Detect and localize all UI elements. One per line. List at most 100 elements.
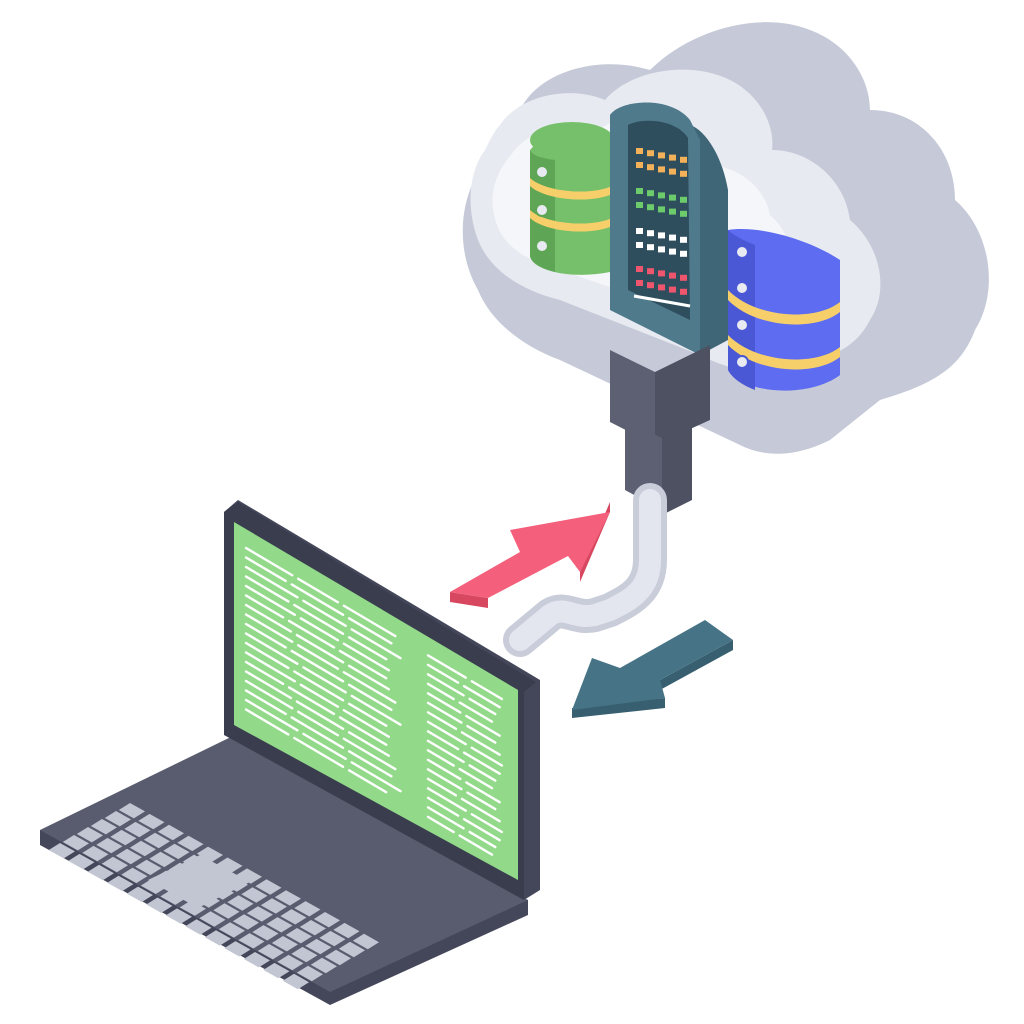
screen-text-line bbox=[244, 670, 293, 700]
screen-text-line bbox=[297, 710, 340, 737]
screen-text-line bbox=[426, 701, 463, 724]
arrow-up-right-icon bbox=[450, 502, 610, 608]
screen-text-line bbox=[347, 664, 390, 691]
rack-led bbox=[647, 190, 654, 197]
keyboard-key bbox=[124, 821, 151, 838]
database-green bbox=[530, 122, 614, 275]
screen-text-line bbox=[426, 692, 462, 714]
keyboard-key bbox=[196, 846, 223, 862]
screen-text-line bbox=[244, 651, 296, 683]
rack-led bbox=[680, 170, 687, 177]
screen-text-line bbox=[244, 698, 299, 732]
rack-led bbox=[647, 268, 654, 275]
screen-text-line bbox=[295, 633, 345, 664]
screen-text-line bbox=[342, 642, 390, 672]
keyboard-key bbox=[291, 946, 318, 963]
green-db-band-1 bbox=[530, 178, 612, 200]
rack-led bbox=[669, 272, 676, 279]
screen-text-line bbox=[458, 834, 494, 856]
screen-text-line bbox=[426, 673, 465, 697]
connector-top-side bbox=[610, 350, 655, 445]
screen-text-line bbox=[299, 683, 340, 708]
screen-text-line bbox=[466, 791, 497, 811]
screen-text-line bbox=[342, 737, 397, 771]
screen-text-line bbox=[347, 636, 388, 661]
keyboard-key bbox=[107, 875, 134, 892]
connector-top-front bbox=[655, 345, 710, 445]
screen-text-line bbox=[293, 670, 345, 702]
keyboard-key bbox=[280, 909, 307, 925]
rack-led bbox=[636, 202, 643, 208]
keyboard-key bbox=[305, 938, 332, 955]
rack-led bbox=[636, 242, 643, 248]
screen-text-line bbox=[244, 708, 290, 736]
rack-led bbox=[647, 150, 654, 157]
keyboard-key bbox=[160, 889, 187, 905]
keyboard-key bbox=[135, 859, 162, 876]
screen-text-line bbox=[299, 617, 340, 642]
screen-text-line bbox=[426, 711, 458, 731]
screen-text-line bbox=[338, 716, 388, 746]
screen-text-line bbox=[297, 577, 340, 604]
rack-led bbox=[636, 280, 643, 286]
screen-text-line bbox=[468, 830, 497, 849]
rack-led bbox=[647, 164, 654, 171]
screen-text-line bbox=[426, 654, 467, 679]
blue-db-led-3 bbox=[735, 318, 749, 332]
screen-text-line bbox=[244, 546, 294, 577]
screen-text-line bbox=[295, 700, 345, 730]
screen-text-line bbox=[244, 556, 287, 583]
screen-text-line bbox=[287, 619, 336, 649]
cable-highlight bbox=[509, 489, 661, 651]
keyboard-key bbox=[338, 941, 365, 958]
keyboard-key bbox=[235, 868, 262, 884]
screen-text-line bbox=[426, 806, 465, 830]
keyboard-key bbox=[257, 944, 284, 960]
connector-lower-front bbox=[662, 424, 692, 515]
keyboard-key bbox=[213, 903, 240, 919]
keyboard-key bbox=[143, 832, 170, 849]
screen-text-line bbox=[468, 764, 497, 782]
screen-text-line bbox=[465, 781, 501, 804]
keyboard-key bbox=[76, 827, 103, 843]
rack-led bbox=[680, 236, 687, 243]
screen-text-line bbox=[347, 683, 393, 711]
keyboard-key bbox=[282, 973, 309, 990]
screen-text-line bbox=[244, 641, 290, 670]
rack-led bbox=[658, 284, 665, 291]
rack-led bbox=[669, 154, 676, 161]
keyboard-keys bbox=[48, 803, 379, 990]
screen-text-line bbox=[290, 583, 345, 616]
blue-db-led-2 bbox=[735, 281, 749, 295]
green-db-led-3 bbox=[535, 239, 549, 253]
database-blue bbox=[728, 229, 840, 391]
rack-led bbox=[658, 270, 665, 277]
keyboard-key bbox=[224, 941, 251, 957]
keyboard-key bbox=[101, 856, 128, 873]
laptop-icon bbox=[40, 500, 540, 1005]
rack-led-grid bbox=[633, 148, 691, 308]
arrow-up-side bbox=[450, 502, 610, 608]
arrow-up-face bbox=[450, 512, 610, 598]
screen-text-line bbox=[338, 649, 388, 680]
screen-text-line bbox=[426, 663, 460, 684]
blue-db-led-4 bbox=[735, 355, 749, 369]
rack-led bbox=[658, 166, 665, 173]
blue-db-led-1 bbox=[735, 245, 749, 259]
screen-text-line bbox=[426, 768, 463, 791]
keyboard-key bbox=[274, 890, 301, 906]
screen-text-line bbox=[465, 714, 501, 737]
rack-led bbox=[647, 282, 654, 289]
screen-text-line bbox=[426, 739, 465, 764]
screen-text-lines bbox=[244, 546, 504, 856]
screen-text-line bbox=[426, 777, 458, 797]
keyboard-key bbox=[238, 933, 265, 949]
screen-text-line bbox=[350, 761, 402, 793]
keyboard-key bbox=[218, 922, 245, 938]
screen-text-line bbox=[244, 660, 285, 686]
server-rack-icon bbox=[610, 102, 728, 355]
screen-text-line bbox=[458, 701, 494, 723]
rack-led bbox=[669, 248, 676, 255]
keyboard-key bbox=[129, 840, 156, 857]
screen-text-line bbox=[347, 702, 388, 727]
